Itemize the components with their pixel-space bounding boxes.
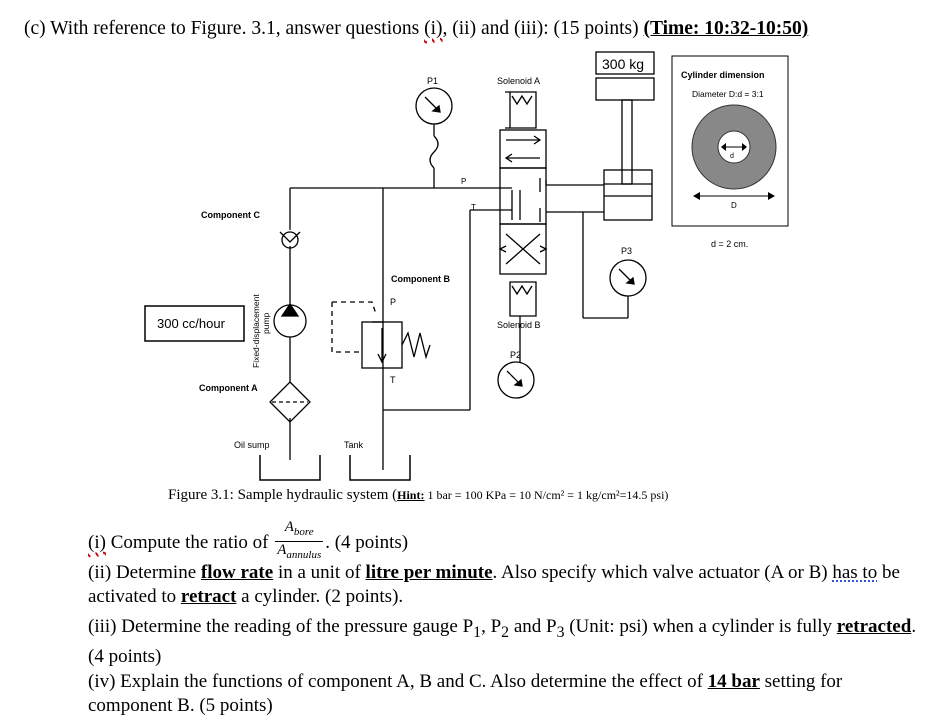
p2-label: P2 [510, 350, 521, 360]
header-i: (i) [424, 18, 443, 39]
check-valve-icon [279, 231, 301, 249]
q2-has-to: has to [832, 562, 878, 583]
question-header: (c) With reference to Figure. 3.1, answe… [24, 18, 808, 40]
p1-label: P1 [427, 76, 438, 86]
q4-text-c: setting for component B. (5 points) [88, 671, 843, 716]
q2-text-g: be activated to [88, 562, 900, 607]
relief-p-label: P [390, 297, 396, 307]
q3-sub3: 3 [556, 623, 565, 641]
pump-icon [273, 302, 307, 338]
relief-valve-icon [331, 301, 431, 369]
q1-text-b: . (4 points) [325, 531, 409, 553]
q3-retracted: retracted [836, 616, 912, 637]
q2-text-i: a cylinder. (2 points). [236, 586, 404, 607]
figure-caption: Figure 3.1: Sample hydraulic system (Hin… [168, 487, 668, 504]
q3-text-f: . (4 points) [88, 616, 917, 667]
relief-t-label: T [390, 375, 396, 385]
oil-sump-icon [259, 455, 321, 481]
cylinder-dimension-title: Cylinder dimension [681, 70, 765, 80]
solenoid-b-label: Solenoid B [497, 320, 541, 330]
annulus-icon [691, 104, 777, 200]
small-d-label: d [730, 153, 734, 160]
port-p-label: P [461, 177, 466, 186]
question-iii: (iii) Determine the reading of the press… [88, 615, 928, 669]
q3-text-b: , P [481, 616, 502, 637]
q3-sub2: 2 [501, 623, 510, 641]
q2-retract: retract [180, 586, 237, 607]
frac-num-sub: bore [293, 526, 314, 538]
q3-sub1: 1 [473, 623, 482, 641]
question-iv: (iv) Explain the functions of component … [88, 670, 928, 718]
cylinder-dimension-panel [671, 55, 789, 227]
p3-label: P3 [621, 246, 632, 256]
load-box [595, 51, 655, 75]
oil-sump-label: Oil sump [234, 440, 270, 450]
hint-label: Hint: [397, 488, 425, 502]
component-a-label: Component A [199, 383, 258, 393]
q2-litre-per-minute: litre per minute [365, 562, 493, 583]
flow-rate-text: 300 cc/hour [157, 316, 226, 331]
q1-text-a: Compute the ratio of [105, 531, 274, 553]
pressure-gauge-p2-icon [497, 361, 535, 399]
tank-label: Tank [344, 440, 364, 450]
caption-main: Figure 3.1: Sample hydraulic system ( [168, 487, 398, 503]
q4-text-a: (iv) Explain the functions of component … [88, 671, 708, 692]
load-label: 300 kg [602, 56, 644, 72]
pump-label-2: pump [261, 312, 271, 334]
tank-icon [349, 455, 411, 481]
pump-label-1: Fixed-displacement [251, 294, 261, 368]
pressure-gauge-p3-icon [609, 259, 647, 297]
q2-flow-rate: flow rate [200, 562, 274, 583]
component-b-label: Component B [391, 274, 450, 284]
hydraulic-diagram: 300 kg P1 Solenoid A Solenoid B Componen… [144, 51, 789, 481]
port-t-label: T [471, 203, 476, 212]
q3-text-d: (Unit: psi) when a cylinder is fully [564, 616, 837, 637]
q3-text-c: and P [509, 616, 557, 637]
filter-icon [269, 381, 311, 423]
diameter-ratio: Diameter D:d = 3:1 [692, 89, 764, 99]
q2-text-a: (ii) Determine [88, 562, 201, 583]
q4-14-bar: 14 bar [707, 671, 760, 692]
header-rest: , (ii) and (iii): (15 points) [442, 18, 644, 39]
header-time: (Time: 10:32-10:50) [643, 18, 809, 39]
pressure-gauge-p1-icon [415, 87, 453, 125]
question-ii: (ii) Determine flow rate in a unit of li… [88, 561, 928, 609]
cylinder-icon [595, 77, 655, 221]
q2-text-e: . Also specify which valve actuator (A o… [492, 562, 833, 583]
directional-valve-icon [498, 91, 548, 317]
frac-den-sub: annulus [286, 549, 322, 561]
q1-num: (i) [88, 531, 106, 553]
hint-text: 1 bar = 100 KPa = 10 N/cm² = 1 kg/cm²=14… [424, 488, 669, 502]
q3-text-a: (iii) Determine the reading of the press… [88, 616, 474, 637]
big-d-label: D [731, 201, 737, 210]
d-value: d = 2 cm. [711, 239, 748, 249]
frac-num: A [284, 519, 294, 535]
frac-den: A [277, 542, 287, 558]
flow-rate-box [144, 305, 245, 342]
component-c-label: Component C [201, 210, 260, 220]
q2-text-c: in a unit of [273, 562, 366, 583]
solenoid-a-label: Solenoid A [497, 76, 540, 86]
header-prefix: (c) With reference to Figure. 3.1, answe… [24, 18, 425, 39]
